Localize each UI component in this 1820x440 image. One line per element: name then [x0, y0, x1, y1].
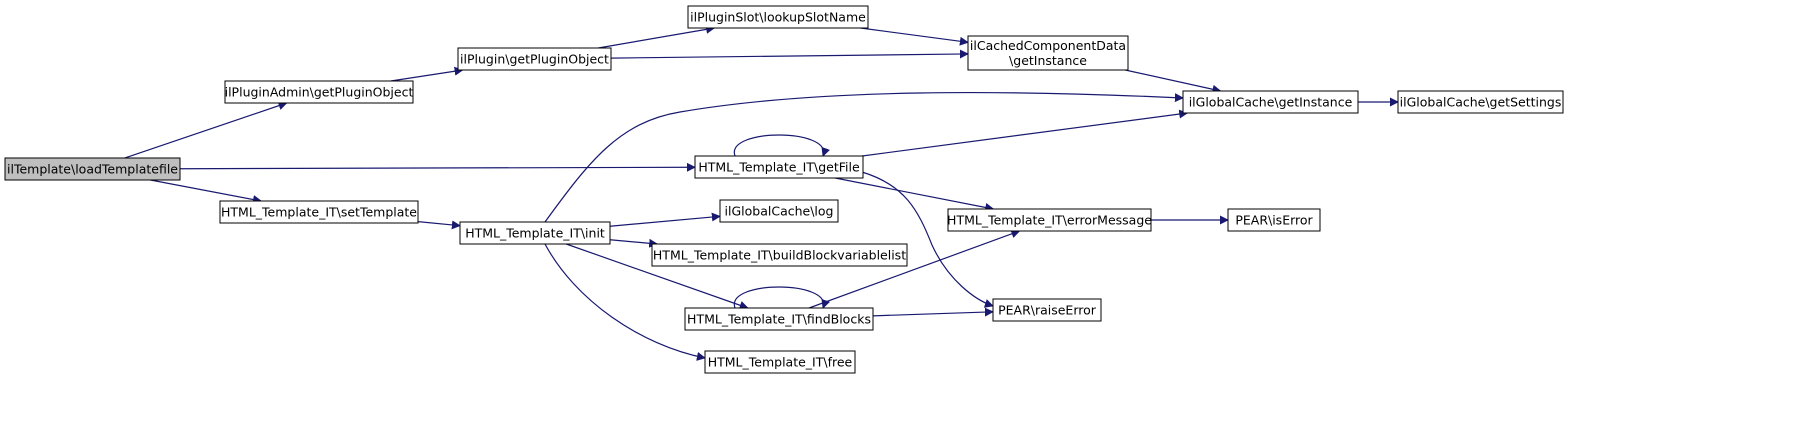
edge-n7-to-n7	[734, 134, 830, 157]
node-label: HTML_Template_IT\findBlocks	[687, 312, 871, 327]
edge-layer	[124, 24, 1399, 361]
edge-n12-to-n5	[544, 91, 1184, 223]
edge-n11-to-n12	[417, 220, 461, 230]
node-label: ilGlobalCache\log	[725, 204, 834, 219]
edge-n2-to-n4	[610, 49, 969, 59]
node-box	[992, 298, 1102, 322]
graph-node[interactable]: HTML_Template_IT\errorMessage	[947, 208, 1152, 232]
node-label: PEAR\raiseError	[998, 303, 1097, 318]
node-box	[651, 243, 908, 267]
graph-node[interactable]: ilGlobalCache\getInstance	[1182, 90, 1359, 114]
edge-n2-to-n3	[598, 24, 716, 49]
graph-node[interactable]: ilPluginSlot\lookupSlotName	[687, 5, 869, 29]
edge-n15-to-n15	[734, 286, 830, 309]
node-label: HTML_Template_IT\init	[465, 226, 605, 241]
node-label: ilPluginAdmin\getPluginObject	[225, 85, 414, 100]
node-box	[459, 221, 611, 245]
graph-node[interactable]: HTML_Template_IT\free	[704, 350, 856, 374]
edge-n12-to-n16	[544, 243, 706, 361]
edge-n15-to-n10	[872, 307, 994, 317]
graph-node[interactable]: ilGlobalCache\log	[719, 199, 839, 223]
node-box	[967, 35, 1129, 71]
node-box	[719, 199, 839, 223]
edge-n3-to-n4	[860, 27, 969, 46]
node-box	[684, 307, 874, 331]
node-box	[224, 80, 414, 104]
edge-n4-to-n5	[1125, 69, 1222, 94]
graph-node[interactable]: PEAR\isError	[1227, 208, 1321, 232]
node-label: ilTemplate\loadTemplatefile	[7, 162, 178, 177]
node-box	[219, 200, 419, 224]
node-box	[704, 350, 856, 374]
node-label: \getInstance	[1009, 53, 1087, 68]
graph-node[interactable]: ilPluginAdmin\getPluginObject	[224, 80, 414, 104]
node-label: HTML_Template_IT\free	[708, 355, 853, 370]
graph-node[interactable]: PEAR\raiseError	[992, 298, 1102, 322]
node-box	[1227, 208, 1321, 232]
graph-node[interactable]: ilCachedComponentData\getInstance	[967, 35, 1129, 71]
edge-n7-to-n5	[862, 109, 1189, 157]
edge-n7-to-n10	[861, 171, 994, 308]
node-box	[947, 208, 1152, 232]
node-box	[1182, 90, 1359, 114]
graph-node[interactable]: ilGlobalCache\getSettings	[1397, 90, 1564, 114]
node-box	[694, 155, 864, 179]
node-box	[457, 47, 612, 71]
node-box	[687, 5, 869, 29]
graph-node[interactable]: ilPlugin\getPluginObject	[457, 47, 612, 71]
node-label: PEAR\isError	[1235, 213, 1313, 228]
edge-n0-to-n7	[179, 162, 696, 172]
node-box	[4, 157, 181, 181]
node-label: ilGlobalCache\getInstance	[1189, 95, 1353, 110]
graph-node[interactable]: HTML_Template_IT\setTemplate	[219, 200, 419, 224]
node-label: ilCachedComponentData	[970, 38, 1126, 53]
node-label: ilPlugin\getPluginObject	[460, 52, 609, 67]
graph-node[interactable]: HTML_Template_IT\getFile	[694, 155, 864, 179]
edge-n15-to-n8	[808, 229, 1021, 309]
edge-n7-to-n8	[835, 177, 995, 212]
node-layer: ilTemplate\loadTemplatefile ilPluginAdmin…	[4, 5, 1564, 374]
graph-node[interactable]: HTML_Template_IT\findBlocks	[684, 307, 874, 331]
graph-node[interactable]: HTML_Template_IT\init	[459, 221, 611, 245]
node-label: HTML_Template_IT\errorMessage	[947, 213, 1152, 228]
edge-n1-to-n2	[390, 66, 464, 82]
edge-n0-to-n11	[150, 179, 262, 204]
graph-node[interactable]: HTML_Template_IT\buildBlockvariablelist	[651, 243, 908, 267]
edge-n0-to-n1	[124, 101, 288, 159]
edge-n12-to-n14	[609, 238, 659, 248]
node-label: ilGlobalCache\getSettings	[1400, 95, 1562, 110]
root-node[interactable]: ilTemplate\loadTemplatefile	[4, 157, 181, 181]
edge-n12-to-n15	[566, 243, 749, 310]
node-label: ilPluginSlot\lookupSlotName	[690, 10, 866, 25]
edge-n12-to-n13	[609, 212, 721, 227]
node-label: HTML_Template_IT\getFile	[698, 160, 860, 175]
node-label: HTML_Template_IT\setTemplate	[221, 205, 417, 220]
node-box	[1397, 90, 1564, 114]
node-label: HTML_Template_IT\buildBlockvariablelist	[653, 248, 906, 263]
